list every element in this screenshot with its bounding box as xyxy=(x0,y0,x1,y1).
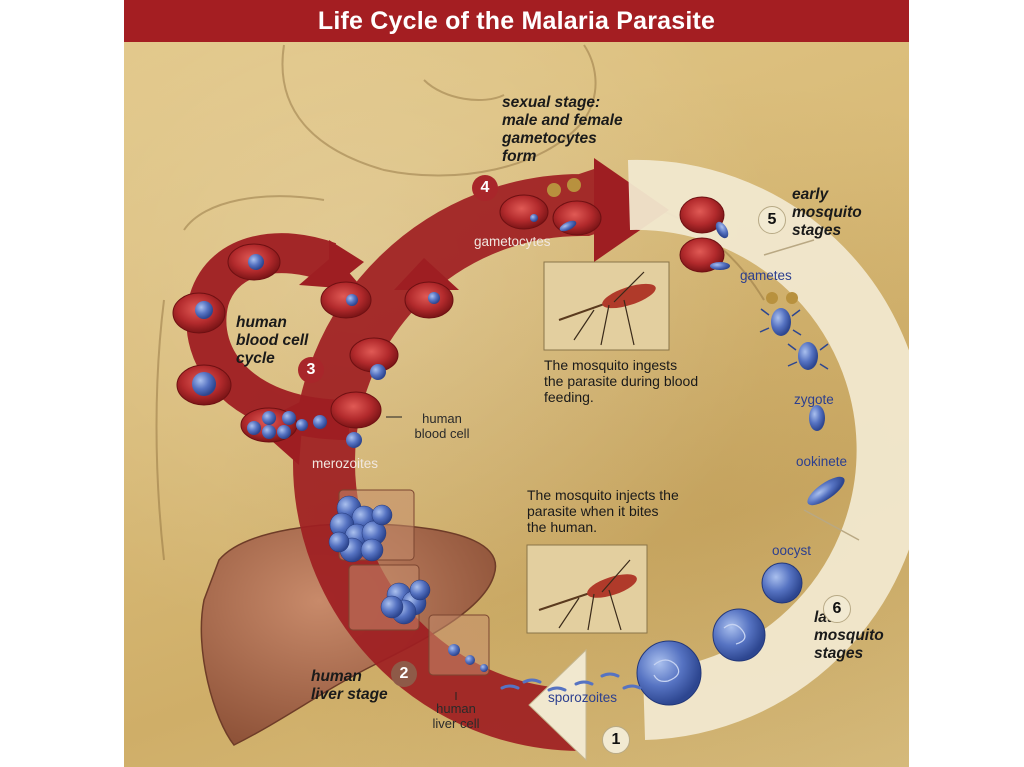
malaria-lifecycle-figure: Life Cycle of the Malaria Parasite sexua… xyxy=(124,0,909,767)
mosquito-cycle-arc xyxy=(628,159,909,740)
zygote-label: zygote xyxy=(794,392,834,407)
stage-3-number: 3 xyxy=(298,357,324,383)
ookinete-label: ookinete xyxy=(796,454,848,469)
stage-5-label: early mosquito stages xyxy=(792,186,862,239)
title-bar xyxy=(124,0,909,42)
mosquito-biting-inset xyxy=(526,544,648,634)
mosquito-ingests-note: The mosquito ingests the parasite during… xyxy=(544,357,699,405)
sporozoites xyxy=(500,672,642,692)
stage-2-label: human liver stage xyxy=(311,668,388,703)
branch-arrowhead-1 xyxy=(299,255,364,290)
oocyst-label: oocyst xyxy=(772,543,812,558)
human-cycle-arc xyxy=(293,165,624,751)
gametes xyxy=(771,308,825,431)
human-liver-cell-label: human liver cell xyxy=(432,701,480,731)
oocysts xyxy=(636,562,803,706)
stage-4-number: 4 xyxy=(472,175,498,201)
schizont-clusters xyxy=(328,495,431,625)
gametocytes-label: gametocytes xyxy=(474,234,551,249)
gametes-label: gametes xyxy=(740,268,792,283)
merozoites-label: merozoites xyxy=(312,456,379,471)
arrowhead-to-human xyxy=(528,648,587,762)
mosquito-feeding-inset xyxy=(543,261,670,351)
gender-symbols xyxy=(547,178,798,304)
oocyst-sporozoites xyxy=(653,623,746,683)
sporozoites-label: sporozoites xyxy=(548,690,618,705)
gamete-flagella xyxy=(759,308,829,370)
human-blood-cell-label: human blood cell xyxy=(414,411,470,441)
stage-4-label: sexual stage: male and female gametocyte… xyxy=(502,94,623,165)
stage-6-number: 6 xyxy=(823,595,851,623)
stage-1-number: 1 xyxy=(602,726,630,754)
mosquito-injects-note: The mosquito injects the parasite when i… xyxy=(527,487,679,535)
stage-2-number: 2 xyxy=(391,661,417,687)
page-title: Life Cycle of the Malaria Parasite xyxy=(317,7,716,35)
ookinete xyxy=(807,476,845,506)
parasites xyxy=(192,214,730,672)
stage-3-label: human blood cell cycle xyxy=(236,314,309,367)
human-torso-sketch xyxy=(155,44,765,561)
stage-5-number: 5 xyxy=(758,206,786,234)
mosquito-arc-dividers xyxy=(763,239,860,541)
diagram-graphics xyxy=(155,44,909,762)
branch-arrowhead-2 xyxy=(394,258,459,290)
